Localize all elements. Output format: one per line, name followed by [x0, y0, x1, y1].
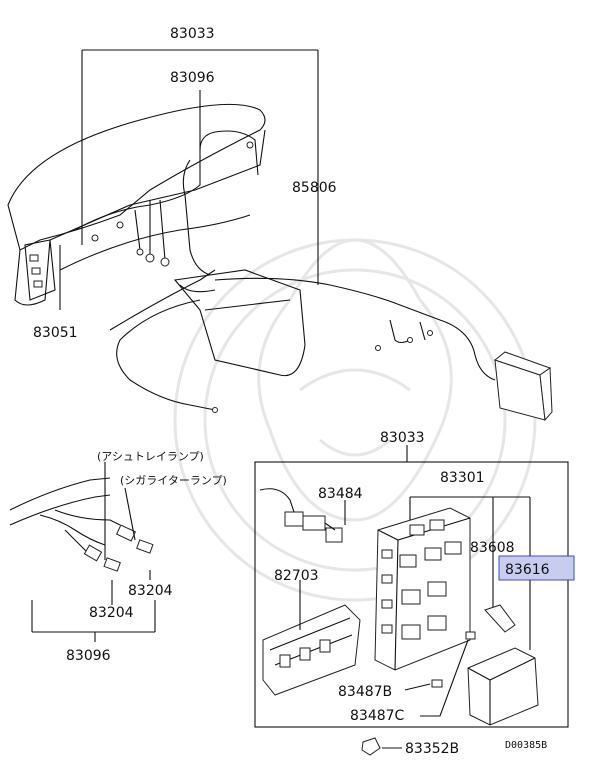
clip-83352b [361, 737, 381, 756]
bracket-83608 [484, 604, 516, 633]
drawing-code: D00385B [505, 740, 547, 751]
label-bulb-right: 83204 [128, 583, 173, 599]
label-junction-block: 83301 [440, 470, 485, 486]
label-cigar-lamp: (シガライターランプ) [120, 474, 227, 487]
connector-82703 [262, 604, 361, 696]
top-leaders [59, 49, 319, 310]
label-box-title: 83033 [380, 430, 425, 446]
fuse-83487b [431, 679, 443, 688]
label-fuse-c: 83487C [350, 708, 405, 724]
label-cover: 83616 [505, 562, 550, 578]
junction-box-frame [254, 461, 569, 728]
label-harness-bottom: 83096 [66, 648, 111, 664]
label-top-harness: 83033 [170, 26, 215, 42]
label-instr-harness: 83096 [170, 70, 215, 86]
lamp-assembly [9, 477, 154, 572]
fuse-83487c [465, 631, 476, 640]
junction-block [374, 507, 471, 671]
label-ashtray-lamp: (アシュトレイランプ) [97, 450, 204, 463]
label-relay: 83484 [318, 486, 363, 502]
label-clip: 83352B [405, 741, 459, 757]
label-floor-harness: 85806 [292, 180, 337, 196]
label-side-harness: 83051 [33, 325, 78, 341]
relay-83484 [259, 488, 343, 543]
lamp-leaders [31, 462, 156, 642]
watermark-emblem [173, 238, 537, 602]
cover-83616 [467, 647, 539, 726]
highlight-83616 [498, 555, 575, 581]
label-bulb-left: 83204 [89, 605, 134, 621]
label-fuse-b: 83487B [338, 684, 392, 700]
label-bracket: 83608 [470, 540, 515, 556]
dashboard-assembly [7, 103, 553, 422]
label-connector: 82703 [274, 568, 319, 584]
